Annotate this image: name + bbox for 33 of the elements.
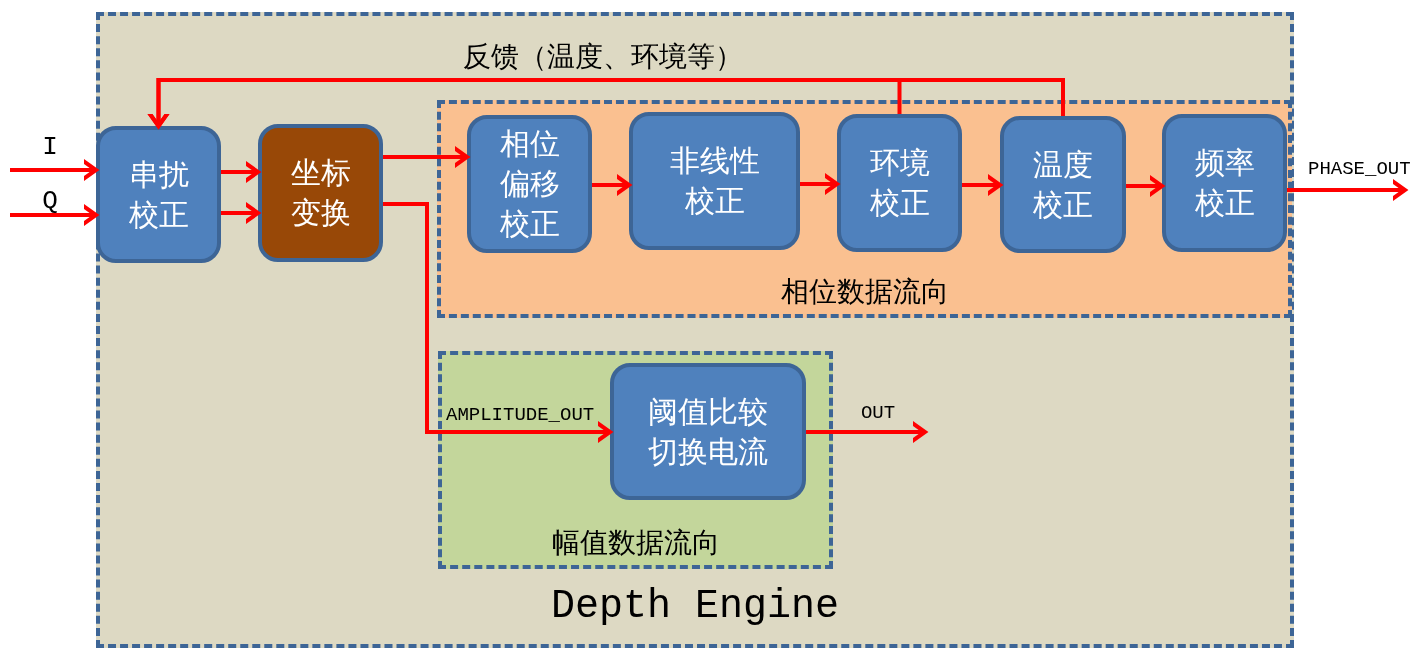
arrow xyxy=(1287,178,1407,202)
arrow xyxy=(383,202,612,444)
edge-label: OUT xyxy=(860,402,896,424)
edge-label: PHASE_OUT xyxy=(1308,158,1411,180)
arrow xyxy=(146,78,1065,128)
arrow xyxy=(10,158,98,182)
arrow xyxy=(221,160,260,184)
dashed-region xyxy=(437,100,1292,318)
arrow xyxy=(221,201,260,225)
arrow xyxy=(962,173,1002,197)
process-box: 环境校正 xyxy=(837,114,962,252)
edge-label: I xyxy=(42,132,58,162)
process-box: 频率校正 xyxy=(1162,114,1287,252)
process-box: 相位偏移校正 xyxy=(467,115,592,253)
edge-label: AMPLITUDE_OUT xyxy=(446,404,595,426)
arrow xyxy=(806,420,927,444)
engine-title: Depth Engine xyxy=(549,583,840,631)
arrow xyxy=(592,173,631,197)
process-box: 串扰校正 xyxy=(96,126,221,263)
process-box: 阈值比较切换电流 xyxy=(610,363,806,500)
process-box: 非线性校正 xyxy=(629,112,800,250)
arrow xyxy=(1126,174,1164,198)
process-box: 温度校正 xyxy=(1000,116,1126,253)
arrow xyxy=(383,145,469,169)
dashed-frame xyxy=(96,12,1294,648)
arrow xyxy=(800,172,839,196)
arrow xyxy=(10,203,98,227)
region-label: 相位数据流向 xyxy=(779,274,950,310)
process-box: 坐标变换 xyxy=(258,124,383,262)
region-label: 幅值数据流向 xyxy=(550,525,721,561)
dashed-region xyxy=(438,351,833,569)
edge-label: 反馈（温度、环境等） xyxy=(463,40,743,74)
edge-label: Q xyxy=(42,186,58,216)
